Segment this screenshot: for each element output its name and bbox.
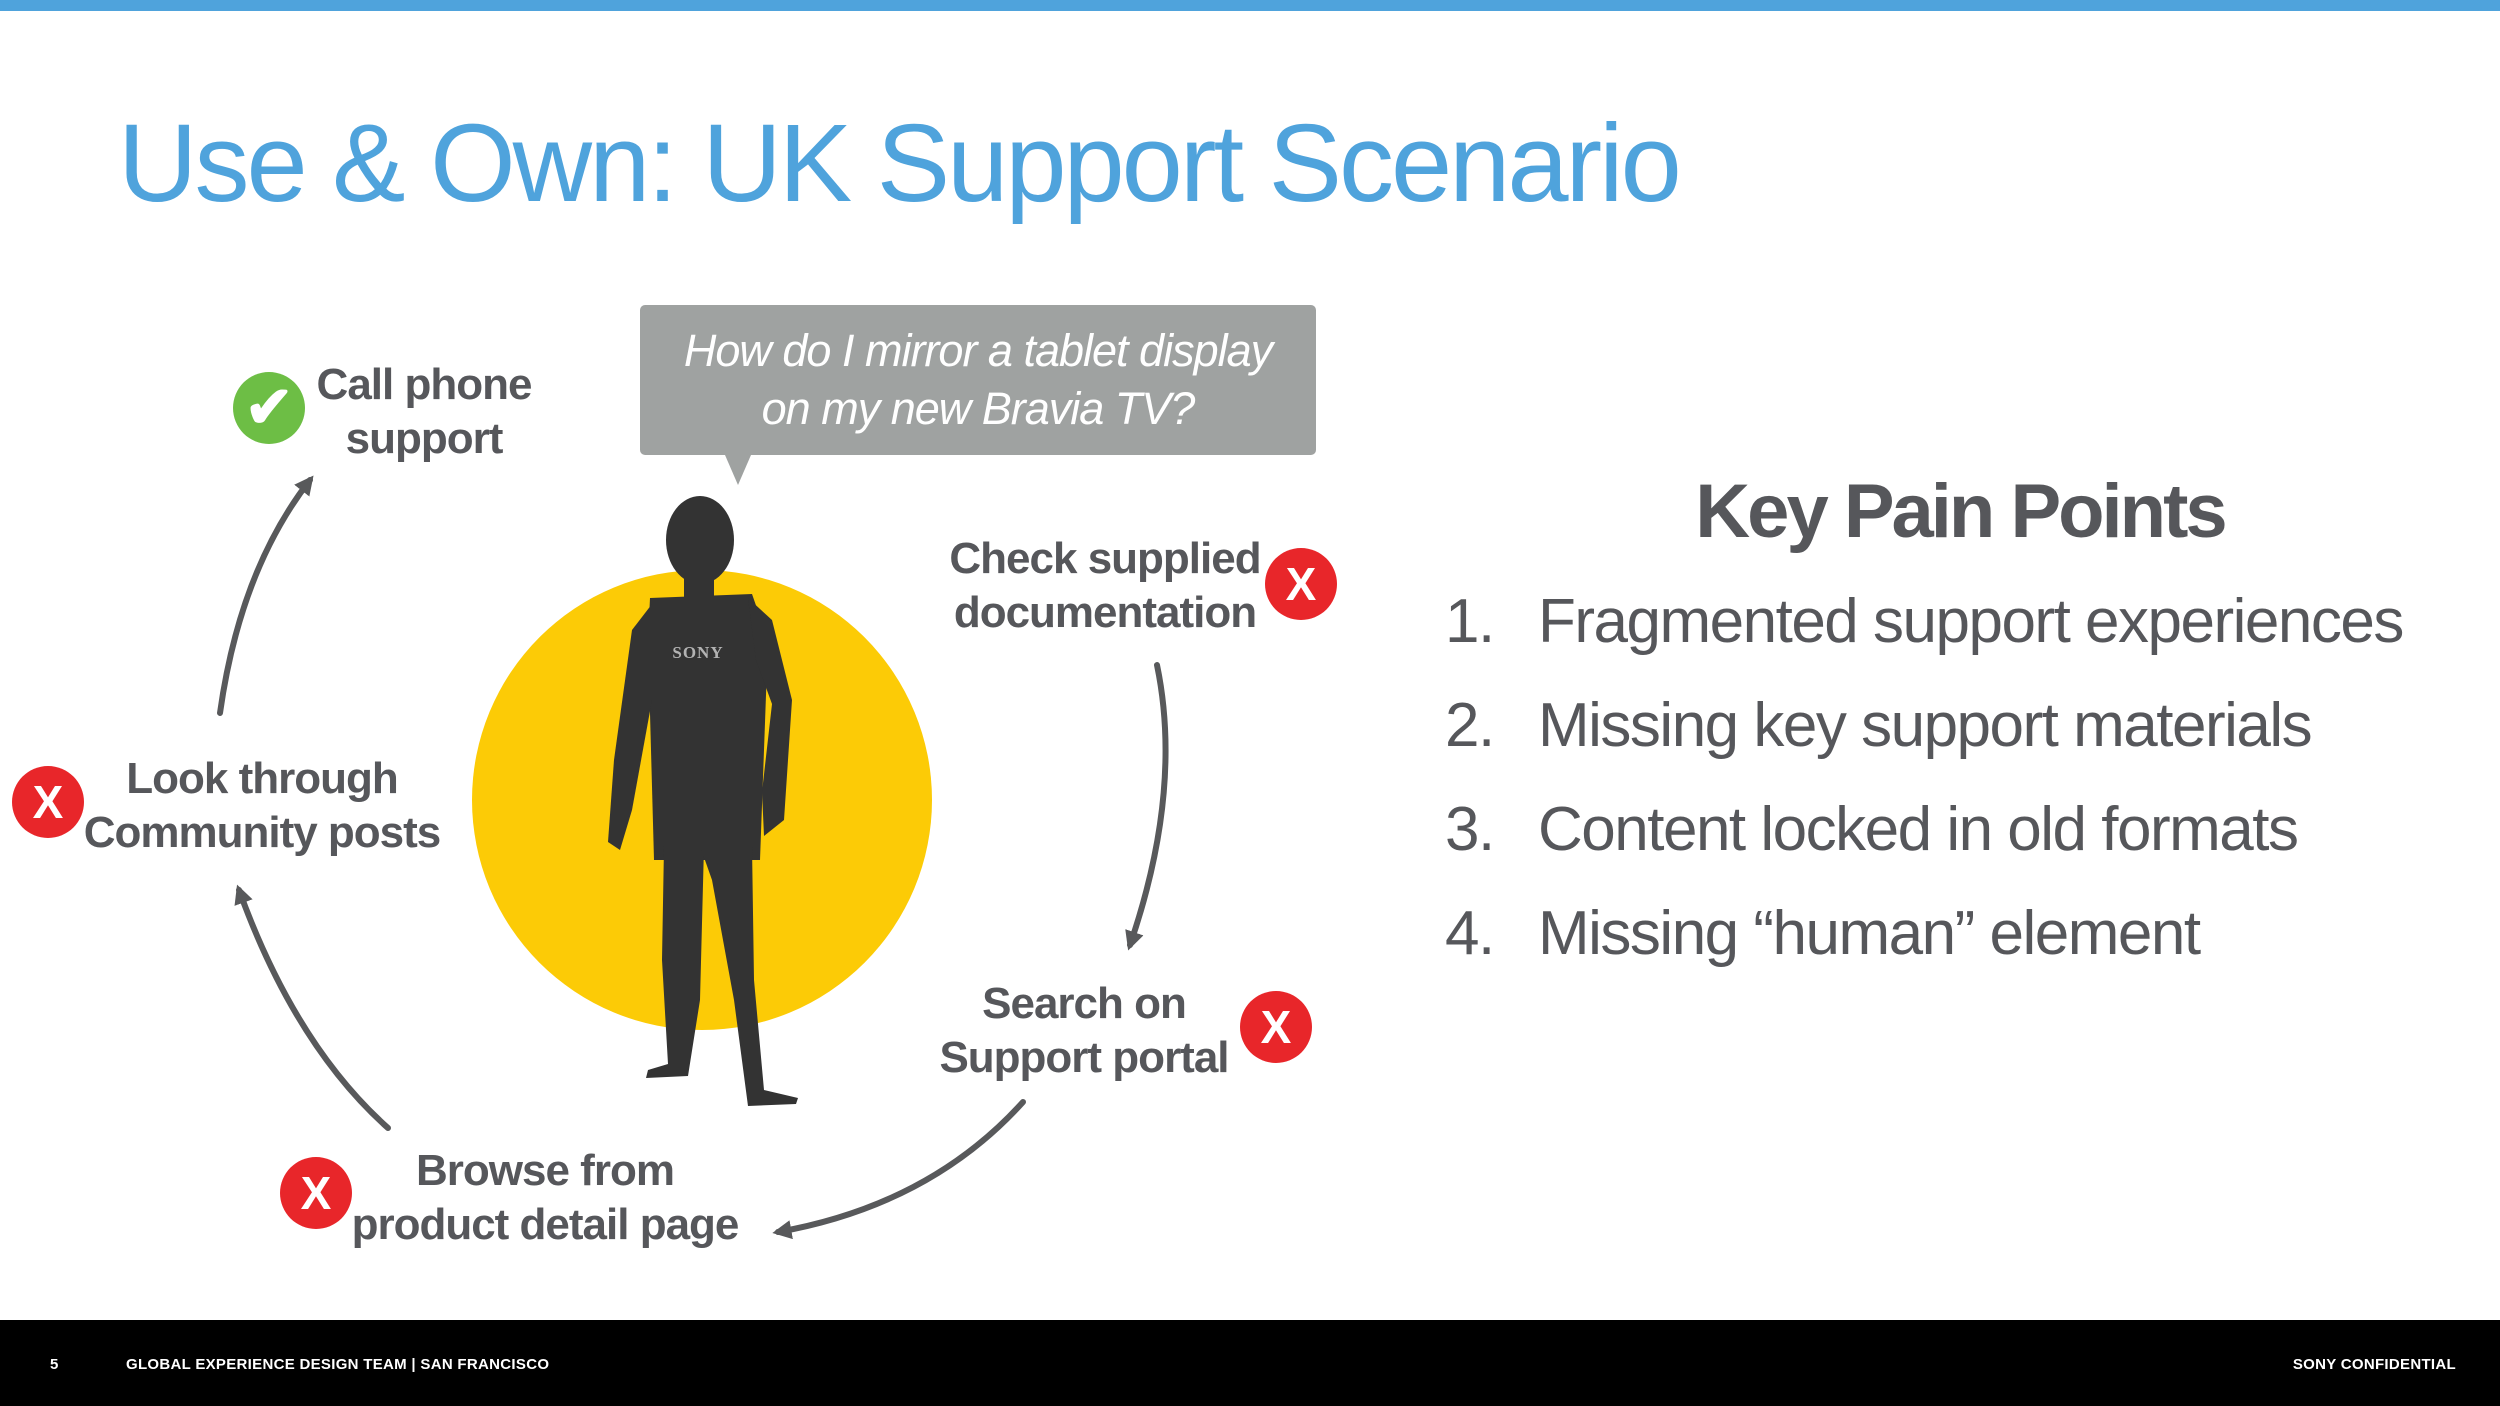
step-label-line: support bbox=[345, 414, 504, 463]
step-browse-product-page: Browse from product detail page bbox=[340, 1144, 750, 1252]
pain-point-text: Missing “human” element bbox=[1538, 899, 2201, 968]
arrow-browse-to-community bbox=[234, 884, 391, 1131]
question-line-2: on my new Bravia TV? bbox=[761, 383, 1196, 434]
pain-point-item: 1. Fragmented support experiences bbox=[1445, 586, 2404, 690]
failed-x-icon: X bbox=[280, 1157, 352, 1229]
step-label-line: Search on bbox=[982, 979, 1187, 1028]
pain-points-heading: Key Pain Points bbox=[1695, 469, 2227, 554]
step-label-line: documentation bbox=[953, 588, 1257, 637]
check-icon: ✔ bbox=[233, 372, 305, 444]
slide-footer: 5 GLOBAL EXPERIENCE DESIGN TEAM | SAN FR… bbox=[0, 1320, 2500, 1406]
shirt-logo: SONY bbox=[672, 643, 723, 662]
question-line-1: How do I mirror a tablet display bbox=[683, 325, 1273, 376]
top-accent-bar bbox=[0, 0, 2500, 11]
cycle-arrows bbox=[217, 475, 1169, 1240]
step-label-line: Support portal bbox=[939, 1033, 1229, 1082]
step-label-line: Call phone bbox=[316, 360, 533, 409]
pain-point-item: 3. Content locked in old formats bbox=[1445, 794, 2403, 898]
footer-team-label: GLOBAL EXPERIENCE DESIGN TEAM | SAN FRAN… bbox=[126, 1356, 550, 1373]
failed-x-icon: X bbox=[12, 766, 84, 838]
question-callout: How do I mirror a tablet display on my n… bbox=[640, 305, 1316, 455]
step-label-line: Community posts bbox=[83, 808, 442, 857]
failed-x-icon: X bbox=[1240, 991, 1312, 1063]
failed-x-icon: X bbox=[1265, 548, 1337, 620]
arrow-docs-to-portal bbox=[1125, 662, 1169, 951]
confidential-label: SONY CONFIDENTIAL bbox=[2292, 1356, 2456, 1373]
pain-point-text: Fragmented support experiences bbox=[1538, 587, 2404, 656]
step-label-line: Look through bbox=[126, 754, 399, 803]
step-label-line: Check supplied bbox=[949, 534, 1261, 583]
pain-point-text: Content locked in old formats bbox=[1538, 795, 2299, 864]
callout-pointer bbox=[725, 455, 751, 485]
slide-title: Use & Own: UK Support Scenario bbox=[118, 102, 1682, 225]
pain-point-number: 2. bbox=[1445, 691, 1495, 760]
pain-point-text: Missing key support materials bbox=[1538, 691, 2313, 760]
pain-point-number: 3. bbox=[1445, 795, 1495, 864]
pain-point-number: 1. bbox=[1445, 587, 1495, 656]
pain-point-item: 4. Missing “human” element bbox=[1445, 898, 2403, 1002]
pain-point-item: 2. Missing key support materials bbox=[1445, 690, 2403, 794]
page-number: 5 bbox=[50, 1356, 59, 1373]
step-call-phone-support: Call phone support bbox=[304, 358, 544, 466]
person-figure bbox=[608, 496, 798, 1106]
arrow-community-to-call bbox=[217, 475, 314, 716]
arrow-portal-to-browse bbox=[772, 1099, 1026, 1240]
pain-point-number: 4. bbox=[1445, 899, 1495, 968]
step-check-documentation: Check supplied documentation bbox=[940, 532, 1270, 640]
step-label-line: Browse from bbox=[416, 1146, 675, 1195]
pain-points-list: 1. Fragmented support experiences 2. Mis… bbox=[1445, 586, 2404, 1002]
step-community-posts: Look through Community posts bbox=[82, 752, 442, 860]
step-label-line: product detail page bbox=[351, 1200, 740, 1249]
step-search-support-portal: Search on Support portal bbox=[928, 977, 1240, 1085]
